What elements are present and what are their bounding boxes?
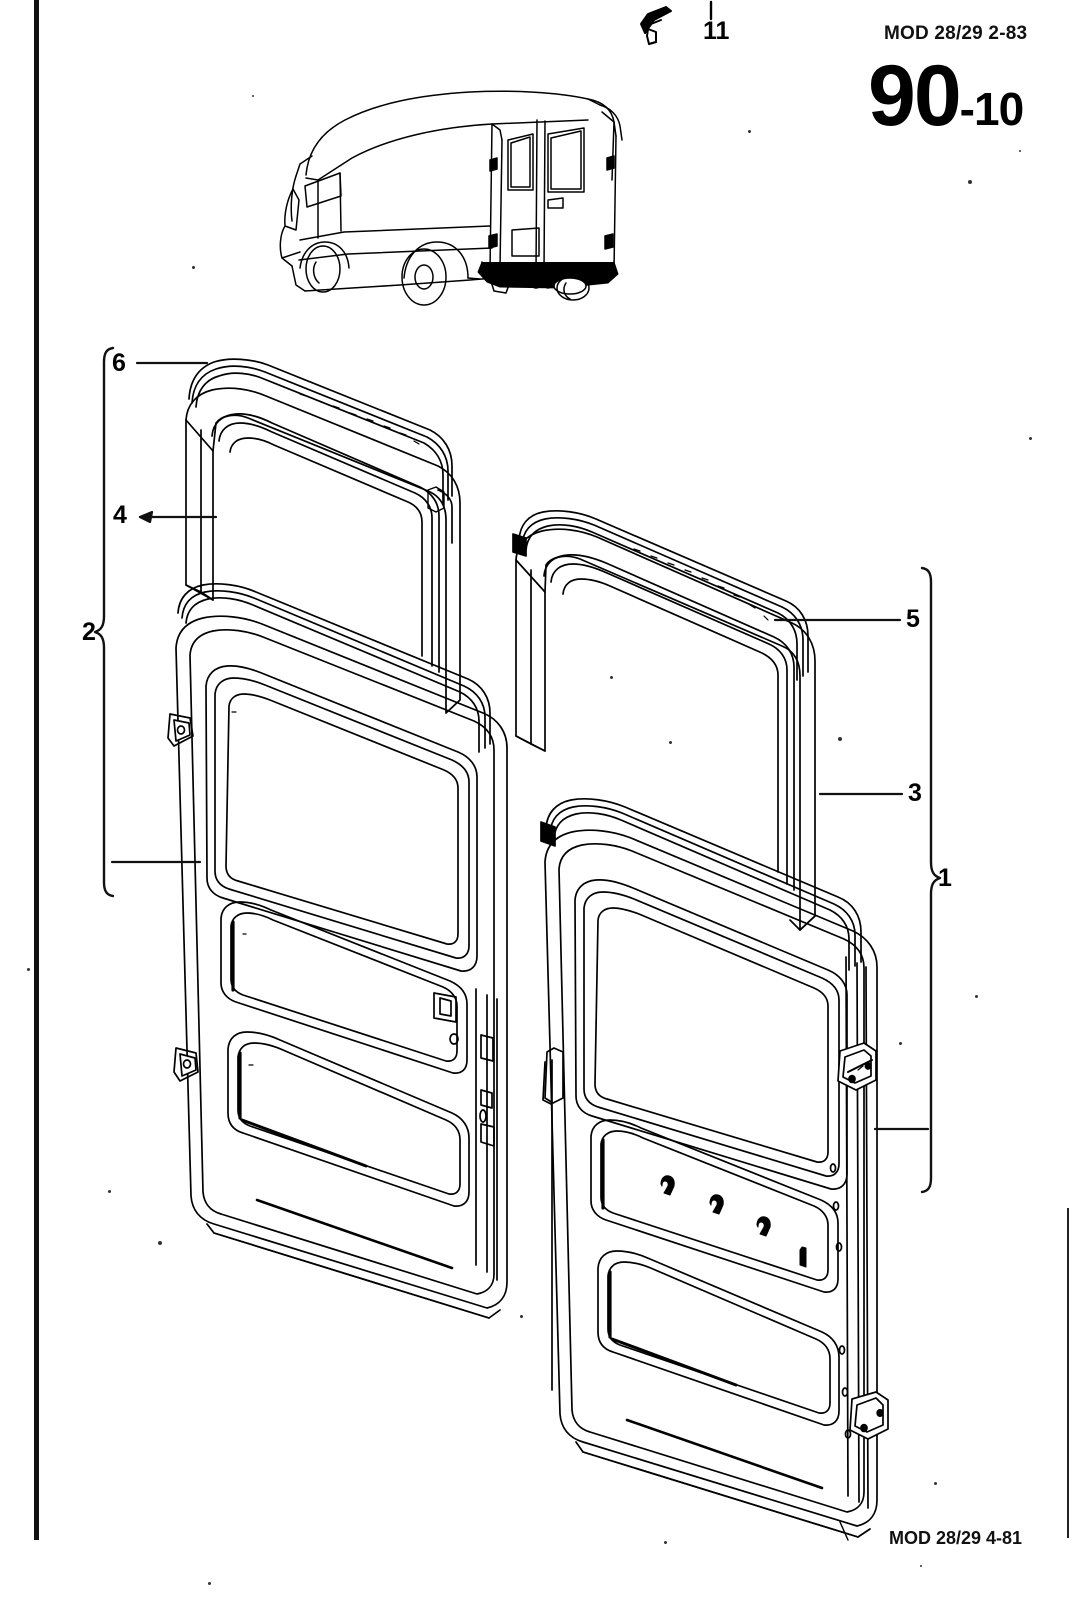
scan-speck <box>669 741 672 744</box>
callout-number-1: 1 <box>938 864 952 892</box>
scan-speck <box>208 1582 211 1585</box>
header-model-code: MOD 28/29 2-83 <box>884 23 1028 44</box>
scan-speck <box>108 1190 111 1193</box>
callout-number-2: 2 <box>82 618 96 646</box>
left-door-upper-window-frame-part4 <box>186 388 460 713</box>
page-group-number: 90-10 <box>868 53 1024 139</box>
right-door-upper-window-frame-part3 <box>516 529 815 930</box>
right-door-shell <box>541 799 888 1540</box>
scan-speck <box>252 95 254 97</box>
page-right-border-rule <box>1067 1208 1069 1538</box>
callout-number-4: 4 <box>113 501 127 529</box>
callout-leaders <box>112 363 928 1129</box>
hinge-pin-bolt-icon <box>641 7 671 44</box>
scan-speck <box>748 130 751 133</box>
left-door-shell <box>168 584 507 1318</box>
scan-speck <box>158 1241 162 1245</box>
vehicle-illustration <box>280 91 622 305</box>
callout-number-5: 5 <box>906 605 920 633</box>
right-door-window-seal-part5 <box>513 511 808 680</box>
callout-number-6: 6 <box>112 349 126 377</box>
scan-speck <box>1019 150 1021 152</box>
left-door-window-seal-part6 <box>189 359 452 504</box>
scan-speck <box>968 180 972 184</box>
scan-speck <box>1029 437 1032 440</box>
scan-speck <box>610 676 613 679</box>
scan-speck <box>838 737 842 741</box>
scan-speck <box>920 1565 922 1567</box>
scan-speck <box>27 968 30 971</box>
scan-speck <box>934 1482 937 1485</box>
callout-brace-1 <box>922 568 940 1192</box>
footer-model-code: MOD 28/29 4-81 <box>889 1528 1023 1548</box>
scan-speck <box>520 1315 523 1318</box>
group-number-minor: -10 <box>959 83 1024 135</box>
callout-number-11: 11 <box>703 17 730 45</box>
scan-speck <box>192 266 195 269</box>
scan-speck <box>975 995 978 998</box>
scan-speck <box>899 1042 902 1045</box>
group-number-major: 90 <box>868 48 962 144</box>
scan-speck <box>664 1541 667 1544</box>
callout-number-3: 3 <box>908 779 922 807</box>
page-left-border-rule <box>34 0 39 1540</box>
callout-brace-2 <box>95 348 113 896</box>
